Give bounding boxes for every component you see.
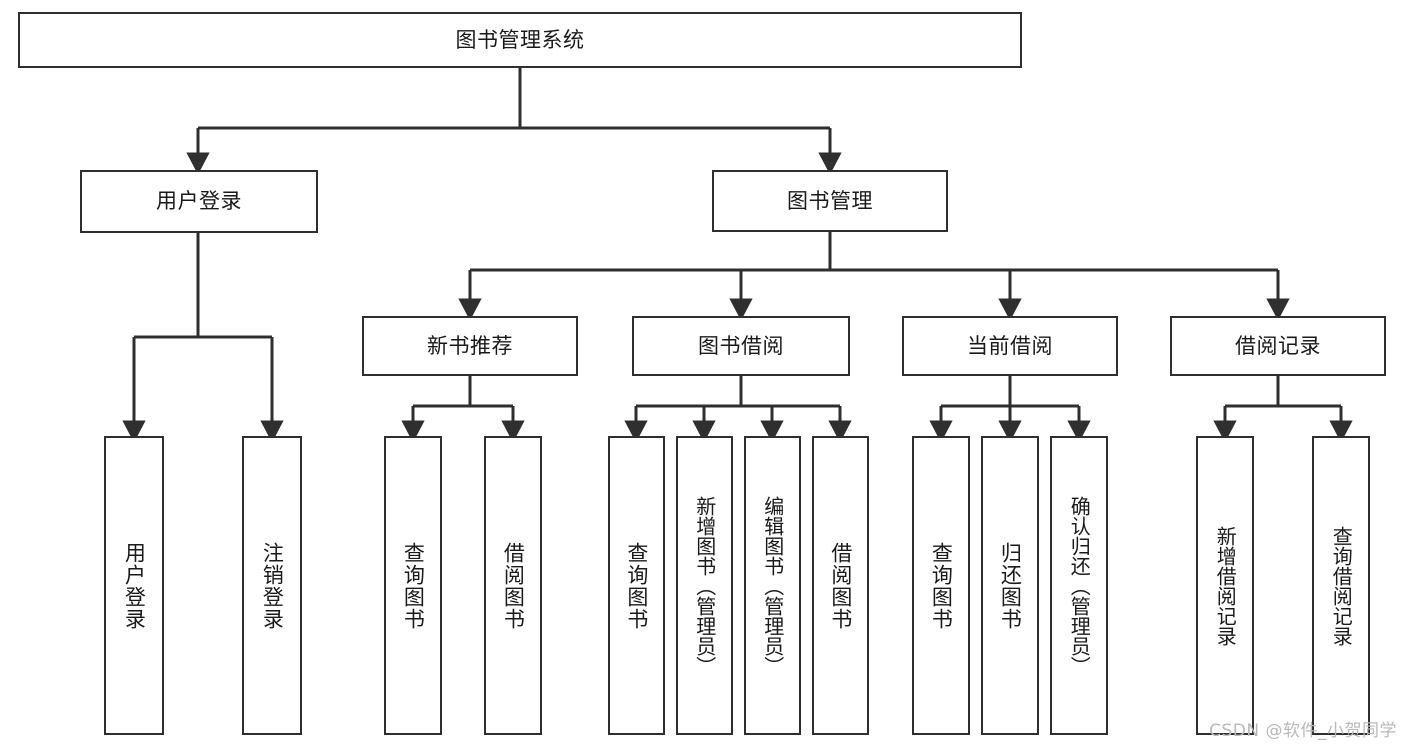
node-leaf-add-book[interactable]: 新增图书（管理员） xyxy=(676,436,733,735)
node-leaf-query-record[interactable]: 查询借阅记录 xyxy=(1312,436,1370,735)
node-new-book-recommend-label: 新书推荐 xyxy=(427,333,513,358)
node-book-manage-label: 图书管理 xyxy=(787,188,873,213)
node-leaf-confirm-return-label: 确认归还（管理员） xyxy=(1067,495,1092,676)
node-leaf-add-record-label: 新增借阅记录 xyxy=(1213,525,1238,646)
node-leaf-add-record[interactable]: 新增借阅记录 xyxy=(1196,436,1254,735)
node-borrow-record-label: 借阅记录 xyxy=(1235,333,1321,358)
node-leaf-query-book-2[interactable]: 查询图书 xyxy=(608,436,665,735)
node-leaf-query-book-3[interactable]: 查询图书 xyxy=(912,436,970,735)
node-leaf-add-book-label: 新增图书（管理员） xyxy=(692,495,717,676)
node-leaf-query-book-1-label: 查询图书 xyxy=(401,541,426,630)
node-leaf-borrow-book-1-label: 借阅图书 xyxy=(501,541,526,630)
node-root[interactable]: 图书管理系统 xyxy=(18,12,1022,68)
node-book-borrow-label: 图书借阅 xyxy=(698,333,784,358)
node-book-manage[interactable]: 图书管理 xyxy=(712,170,948,232)
node-leaf-borrow-book-1[interactable]: 借阅图书 xyxy=(484,436,542,735)
node-leaf-confirm-return[interactable]: 确认归还（管理员） xyxy=(1050,436,1108,735)
node-user-login-label: 用户登录 xyxy=(156,189,242,214)
node-root-label: 图书管理系统 xyxy=(455,27,585,52)
node-leaf-query-book-3-label: 查询图书 xyxy=(929,541,954,630)
node-leaf-user-login[interactable]: 用户登录 xyxy=(104,436,164,735)
node-leaf-edit-book-label: 编辑图书（管理员） xyxy=(760,495,785,676)
node-leaf-user-login-label: 用户登录 xyxy=(122,541,147,630)
node-leaf-user-logout[interactable]: 注销登录 xyxy=(242,436,302,735)
node-borrow-record[interactable]: 借阅记录 xyxy=(1170,316,1386,376)
node-leaf-query-book-1[interactable]: 查询图书 xyxy=(384,436,442,735)
node-current-borrow[interactable]: 当前借阅 xyxy=(902,316,1118,376)
node-leaf-return-book-label: 归还图书 xyxy=(998,541,1023,630)
node-leaf-edit-book[interactable]: 编辑图书（管理员） xyxy=(744,436,801,735)
node-current-borrow-label: 当前借阅 xyxy=(967,333,1053,358)
node-leaf-query-book-2-label: 查询图书 xyxy=(624,541,649,630)
node-leaf-user-logout-label: 注销登录 xyxy=(260,541,285,630)
node-leaf-return-book[interactable]: 归还图书 xyxy=(981,436,1039,735)
node-book-borrow[interactable]: 图书借阅 xyxy=(632,316,850,376)
node-new-book-recommend[interactable]: 新书推荐 xyxy=(362,316,578,376)
node-leaf-query-record-label: 查询借阅记录 xyxy=(1329,525,1354,646)
node-user-login[interactable]: 用户登录 xyxy=(80,170,318,233)
node-leaf-borrow-book-2[interactable]: 借阅图书 xyxy=(812,436,869,735)
watermark-text: CSDN @软件_小贺同学 xyxy=(1209,721,1397,741)
node-leaf-borrow-book-2-label: 借阅图书 xyxy=(828,541,853,630)
